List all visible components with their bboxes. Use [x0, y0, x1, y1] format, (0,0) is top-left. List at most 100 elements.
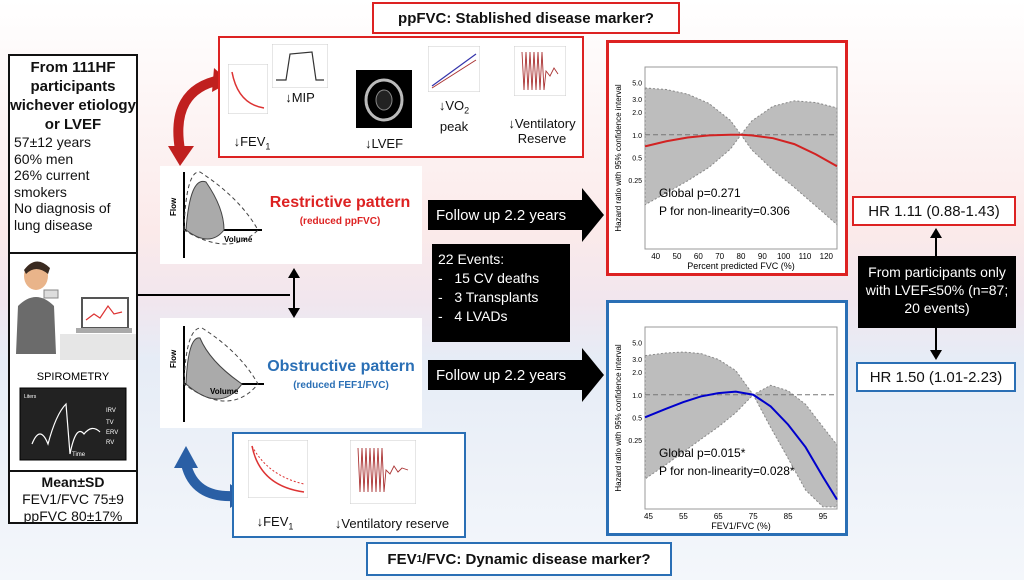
top-title: ppFVC: Stablished disease marker? — [372, 2, 680, 34]
obstructive-pattern-sub: (reduced FEF1/FVC) — [293, 380, 389, 391]
ventilatory-reserve-label: ↓Ventilatory Reserve — [508, 116, 576, 146]
hazard-curve — [644, 390, 838, 501]
x-tick-label: 50 — [673, 252, 682, 261]
annotation-global-p: Global p=0.015* — [659, 446, 746, 460]
annotation-global-p: Global p=0.271 — [659, 186, 741, 200]
x-tick-label: 60 — [694, 252, 703, 261]
hr-box-bottom: HR 1.50 (1.01-2.23) — [856, 362, 1016, 392]
confidence-band — [644, 87, 838, 226]
stats-heading: Mean±SD — [41, 474, 105, 490]
cohort-line: 57±12 years — [14, 134, 91, 150]
cohort-heading: From 111HF participants wichever etiolog… — [10, 59, 136, 133]
subgroup-note: From participants only with LVEF≤50% (n=… — [858, 256, 1016, 328]
fev1-curve-thumb — [228, 64, 268, 114]
obstructive-flow-volume-loop: Flow Volume — [170, 326, 264, 422]
obstructive-pattern-card: Flow Volume Obstructive pattern (reduced… — [160, 318, 422, 428]
y-tick-label: 2.0 — [632, 370, 642, 377]
annotation-nonlinearity-p: P for non-linearity=0.306 — [659, 204, 790, 218]
y-tick-label: 0.25 — [628, 178, 642, 185]
x-tick-label: 80 — [737, 252, 746, 261]
events-box: 22 Events: - 15 CV deaths - 3 Transplant… — [432, 244, 570, 342]
x-tick-label: 90 — [758, 252, 767, 261]
double-arrow — [288, 268, 300, 318]
fev1-curve-thumb-obstructive — [248, 440, 308, 498]
fev1-label-obstructive: ↓FEV1 — [256, 514, 294, 532]
hr-box-top: HR 1.11 (0.88-1.43) — [852, 196, 1016, 226]
stats-line: FEV1/FVC 75±9 — [22, 491, 124, 507]
events-item: - 4 LVADs — [438, 308, 508, 324]
events-title: 22 Events: — [438, 251, 505, 267]
y-tick-label: 1.0 — [632, 393, 642, 400]
x-tick-label: 100 — [777, 252, 791, 261]
screen-label-time: Time — [72, 452, 86, 458]
ventilation-curve-thumb — [514, 46, 566, 96]
spirometry-illustration: SPIROMETRY Liters IRV TV ERV RV Time — [8, 252, 138, 472]
x-tick-label: 70 — [715, 252, 724, 261]
cohort-line: 26% current smokers — [14, 167, 90, 200]
x-tick-label: 120 — [820, 252, 834, 261]
x-tick-label: 55 — [679, 512, 688, 521]
volume-axis-label: Volume — [210, 387, 239, 396]
echo-image-thumb — [356, 70, 412, 128]
x-tick-label: 75 — [749, 512, 758, 521]
cohort-line: No diagnosis of lung disease — [14, 200, 111, 233]
screen-label-rv: RV — [106, 440, 114, 446]
screen-label-liters: Liters — [24, 394, 37, 400]
connector-line — [138, 294, 290, 296]
x-tick-label: 65 — [714, 512, 723, 521]
vo2-curve-thumb — [428, 46, 480, 92]
hazard-curve — [644, 133, 838, 168]
flow-axis-label: Flow — [170, 349, 178, 368]
obstructive-pattern-title: Obstructive pattern — [267, 358, 415, 375]
follow-up-arrow-top: Follow up 2.2 years — [428, 200, 584, 230]
stats-block: Mean±SD FEV1/FVC 75±9 ppFVC 80±17% — [10, 474, 136, 525]
y-tick-label: 3.0 — [632, 357, 642, 364]
stats-line: ppFVC 80±17% — [23, 508, 123, 524]
fev1-label: ↓FEV1 — [233, 134, 271, 152]
restrictive-pattern-title: Restrictive pattern — [269, 194, 411, 211]
ventilatory-reserve-label-obstructive: ↓Ventilatory reserve — [334, 516, 450, 531]
confidence-band — [644, 351, 838, 508]
note-arrow-up — [930, 228, 942, 258]
follow-up-arrowhead-bottom — [582, 348, 604, 402]
x-tick-label: 45 — [644, 512, 653, 521]
x-tick-label: 85 — [784, 512, 793, 521]
follow-up-arrow-bottom: Follow up 2.2 years — [428, 360, 584, 390]
restrictive-pattern-card: Flow Volume Restrictive pattern (reduced… — [160, 166, 422, 264]
mip-curve-thumb — [272, 44, 328, 88]
events-item: - 3 Transplants — [438, 289, 539, 305]
ventilation-curve-thumb-obstructive — [350, 440, 416, 504]
y-tick-label: 2.0 — [632, 110, 642, 117]
lvef-label: ↓LVEF — [364, 136, 404, 151]
restrictive-pattern-sub: (reduced ppFVC) — [299, 216, 381, 227]
volume-axis-label: Volume — [224, 235, 253, 244]
x-tick-label: 95 — [819, 512, 828, 521]
events-item: - 15 CV deaths — [438, 270, 540, 286]
x-axis-label: FEV1/FVC (%) — [711, 521, 771, 531]
screen-label-tv: TV — [106, 420, 114, 426]
x-tick-label: 40 — [651, 252, 660, 261]
y-tick-label: 1.0 — [632, 133, 642, 140]
y-axis-label: Hazard ratio with 95% confidence interva… — [614, 344, 623, 491]
spirometry-figure: SPIROMETRY Liters IRV TV ERV RV Time — [16, 261, 136, 461]
x-axis-label: Percent predicted FVC (%) — [687, 261, 795, 271]
y-tick-label: 0.5 — [632, 155, 642, 162]
mip-label: ↓MIP — [285, 90, 315, 105]
follow-up-arrowhead-top — [582, 188, 604, 242]
note-arrow-down — [930, 328, 942, 360]
flow-axis-label: Flow — [170, 197, 178, 216]
cohort-line: 60% men — [14, 150, 74, 167]
y-tick-label: 0.25 — [628, 438, 642, 445]
screen-label-erv: ERV — [106, 430, 118, 436]
restrictive-flow-volume-loop: Flow Volume — [170, 171, 262, 258]
screen-label-irv: IRV — [106, 408, 116, 414]
obstructive-findings-panel: ↓FEV1 ↓Ventilatory reserve — [232, 432, 466, 538]
y-tick-label: 5.0 — [632, 80, 642, 87]
